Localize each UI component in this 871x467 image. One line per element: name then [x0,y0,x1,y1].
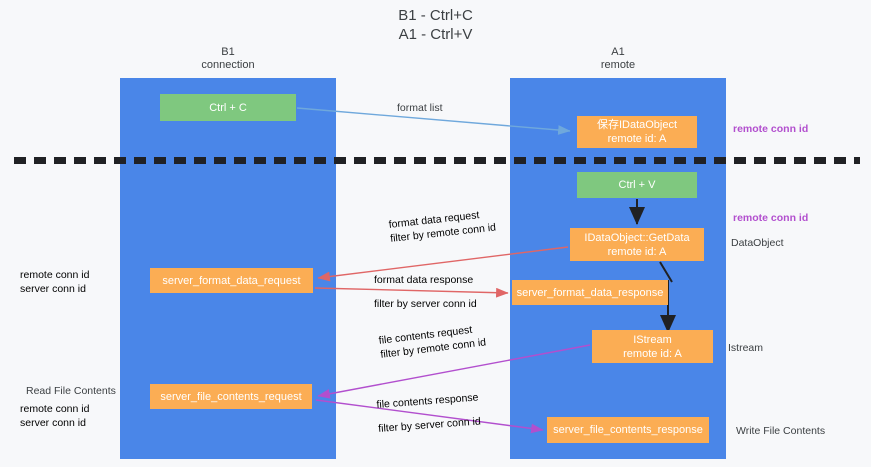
node-ctrl-v-label: Ctrl + V [618,179,656,191]
node-server-file-contents-response[interactable]: server_file_contents_response [547,417,709,443]
annotation-right-istream: Istream [728,342,764,354]
node-server-file-contents-request-label: server_file_contents_request [160,390,302,403]
node-idataobject-remote-line1: 保存IDataObject [596,119,678,131]
column-header-b1-name: B1 [221,46,235,58]
edge-label-format-data-response-filter: filter by server conn id [374,297,477,311]
node-ctrl-c-label: Ctrl + C [209,101,247,114]
filter-prefix: filter by [377,420,416,435]
node-server-format-data-request[interactable]: server_format_data_request [150,268,313,293]
dashed-divider [14,157,860,164]
edge-label-format-data-response: format data response filter by server co… [374,273,477,311]
edge-label-format-data-response-line1: format data response [374,274,474,286]
annotation-right-remote-conn-id-mid: remote conn id [733,212,809,224]
node-istream-line2: remote id: A [623,347,682,360]
page-title: B1 - Ctrl+C A1 - Ctrl+V [398,7,473,43]
edge-label-file-contents-response-line1: file contents response [376,391,479,411]
annotation-right-write-file-contents: Write File Contents [736,425,826,437]
filter-key-server-conn-id: server conn id [410,298,477,310]
node-server-format-data-response-label: server_format_data_response [516,286,664,299]
filter-prefix: filter by [379,344,418,361]
annotation-left-read-file-contents: Read File Contents [26,385,116,397]
filter-prefix: filter by [389,228,428,245]
annotation-left-remote-conn-id-mid: remote conn id [20,269,90,281]
column-header-a1: A1 remote [510,46,726,72]
edge-label-file-contents-request: file contents request filter by remote c… [378,321,487,361]
node-ctrl-c[interactable]: Ctrl + C [160,94,296,121]
annotation-left-remote-conn-id-bottom: remote conn id [20,403,90,415]
node-ctrl-v[interactable]: Ctrl + V [577,172,697,198]
edge-label-file-contents-response-filter: filter by server conn id [378,414,481,435]
node-server-format-data-request-label: server_format_data_request [162,274,301,287]
column-header-a1-name: A1 [611,46,625,58]
column-header-b1-role: connection [201,59,255,71]
node-idataobject-remote[interactable]: 保存IDataObject remote id: A [577,116,697,148]
node-idataobject-getdata-line2: remote id: A [607,245,667,258]
annotation-left-server-conn-id-bottom: server conn id [20,417,86,429]
node-server-file-contents-request[interactable]: server_file_contents_request [150,384,312,409]
edge-label-format-data-request: format data request filter by remote con… [388,207,497,246]
filter-prefix: filter by [374,298,411,310]
annotation-left-conn-ids-mid: remote conn id server conn id [20,268,89,296]
annotation-left-conn-ids-bottom: remote conn id server conn id [20,402,89,430]
node-istream[interactable]: IStream remote id: A [592,330,713,363]
column-header-b1: B1 connection [120,46,336,72]
filter-key-server-conn-id: server conn id [414,415,482,433]
node-server-file-contents-response-label: server_file_contents_response [553,424,703,436]
edge-label-file-contents-response: file contents response filter by server … [376,390,481,435]
node-istream-line1: IStream [633,333,672,346]
column-header-a1-role: remote [600,59,636,71]
node-server-format-data-response[interactable]: server_format_data_response [512,280,668,305]
annotation-left-server-conn-id-mid: server conn id [20,283,86,295]
node-idataobject-remote-line2: remote id: A [607,133,667,145]
node-idataobject-getdata[interactable]: IDataObject::GetData remote id: A [570,228,704,261]
annotation-right-remote-conn-id-top: remote conn id [733,123,809,135]
node-idataobject-getdata-line1: IDataObject::GetData [584,231,690,244]
annotation-right-dataobject: DataObject [731,237,784,249]
edge-label-format-list: format list [397,102,443,114]
